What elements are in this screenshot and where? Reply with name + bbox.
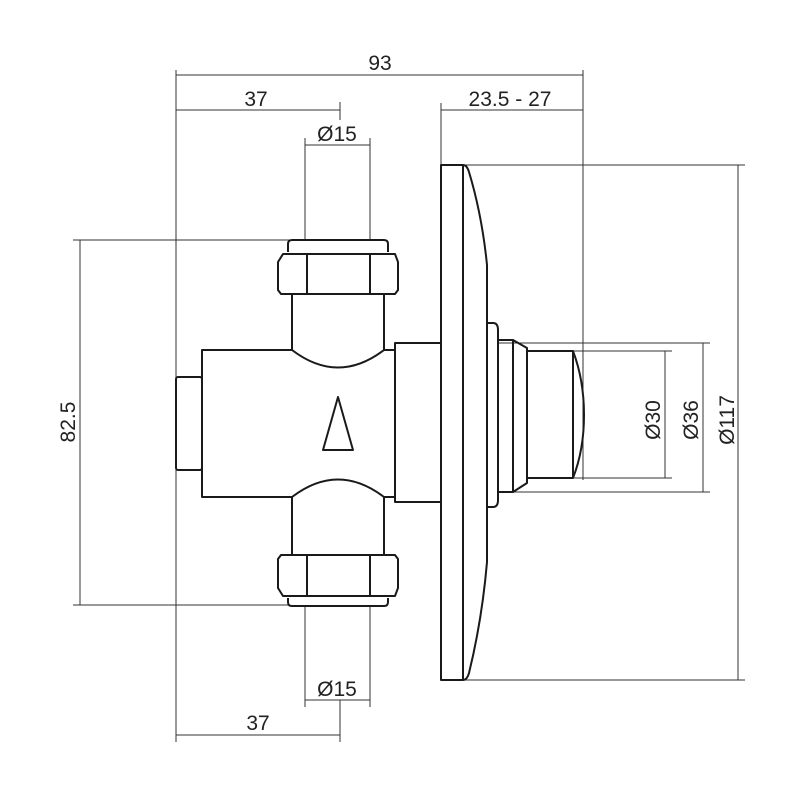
valve-body [175, 239, 442, 607]
plate-collar [487, 322, 499, 508]
left-stub [175, 376, 203, 471]
spindle-housing [394, 342, 442, 503]
top-cap [287, 239, 389, 252]
bottom-cap [287, 598, 389, 607]
push-button [527, 350, 585, 479]
label-overall-depth: 93 [368, 52, 391, 75]
label-collar-diameter: Ø36 [680, 400, 703, 440]
bottom-hex-nut [277, 554, 399, 597]
label-inlet-offset-bottom: 37 [246, 712, 269, 735]
wall-plate [440, 164, 488, 681]
label-wall-range: 23.5 - 27 [469, 88, 552, 111]
top-hex-nut [277, 253, 399, 295]
dimension-lines [73, 70, 745, 742]
label-inlet-offset-top: 37 [244, 88, 267, 111]
top-neck [291, 293, 385, 350]
dimension-labels: 93 37 23.5 - 27 Ø15 82.5 Ø30 Ø36 Ø117 Ø1… [57, 52, 739, 735]
collar-ring [498, 339, 514, 493]
button-taper [512, 339, 528, 493]
flow-arrow-icon [322, 396, 354, 451]
label-pipe-diameter-bottom: Ø15 [317, 678, 357, 701]
label-inlet-spacing: 82.5 [57, 402, 80, 443]
body-block [201, 349, 396, 498]
bottom-neck [291, 497, 385, 555]
label-plate-diameter: Ø117 [716, 395, 739, 445]
label-pipe-diameter-top: Ø15 [317, 123, 357, 146]
wall-plate-assembly [440, 164, 585, 681]
label-button-diameter: Ø30 [642, 400, 665, 440]
